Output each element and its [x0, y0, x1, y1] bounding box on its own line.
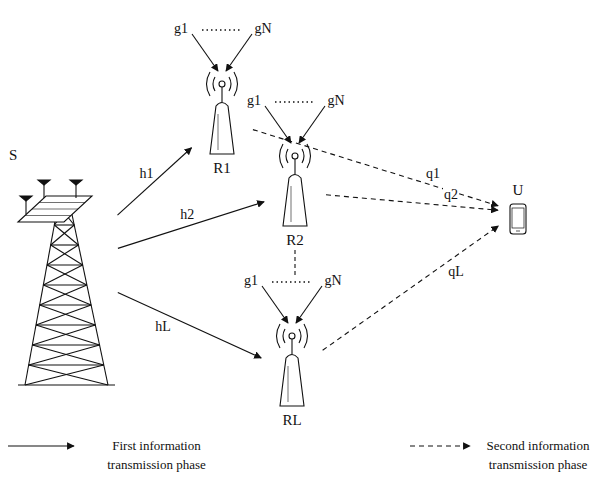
node-label: R2 [285, 232, 305, 248]
user-node: U [500, 180, 536, 244]
channel-label: h2 [179, 206, 195, 221]
base-station-tower [18, 180, 115, 385]
channel-label: q2 [443, 186, 459, 201]
legend-text: Second information transmission phase [478, 436, 598, 474]
channel-label: hL [154, 319, 172, 334]
incoming-links [265, 102, 325, 143]
second-phase-link [326, 195, 498, 210]
first-phase-link [118, 292, 261, 357]
second-phase-link [323, 226, 499, 350]
node-label: RL [281, 412, 302, 428]
relay-tower [280, 144, 311, 226]
channel-label: qL [447, 263, 465, 278]
node-label: S [8, 147, 18, 163]
channel-label: h1 [138, 165, 154, 180]
legend-text: First information transmission phase [84, 436, 229, 474]
solid-arrow-sample [4, 432, 84, 460]
channel-label: g1 [246, 93, 262, 108]
channel-label: q1 [425, 166, 441, 181]
channel-label: g1 [243, 273, 259, 288]
incoming-links [192, 30, 252, 71]
first-phase-link [118, 202, 264, 249]
incoming-links [262, 282, 322, 323]
channel-label: gN [253, 21, 272, 36]
relay-node: R1 [193, 64, 251, 176]
channel-label: gN [323, 273, 342, 288]
relay-node: RL [263, 316, 321, 428]
user-phone [510, 204, 526, 234]
node-label: U [512, 182, 525, 198]
relay-node: R2 [266, 136, 324, 248]
source-node: S [6, 145, 116, 388]
legend-entry: First information transmission phase [4, 432, 229, 476]
dashed-arrow-sample [408, 432, 478, 460]
channel-label: g1 [173, 21, 189, 36]
relay-tower [207, 72, 238, 154]
more-relays-line [294, 250, 295, 278]
node-label: R1 [212, 160, 232, 176]
relay-tower [277, 324, 308, 406]
channel-label: gN [326, 93, 345, 108]
legend-entry: Second information transmission phase [408, 432, 598, 476]
first-phase-link [117, 148, 191, 215]
second-phase-link [253, 130, 498, 206]
